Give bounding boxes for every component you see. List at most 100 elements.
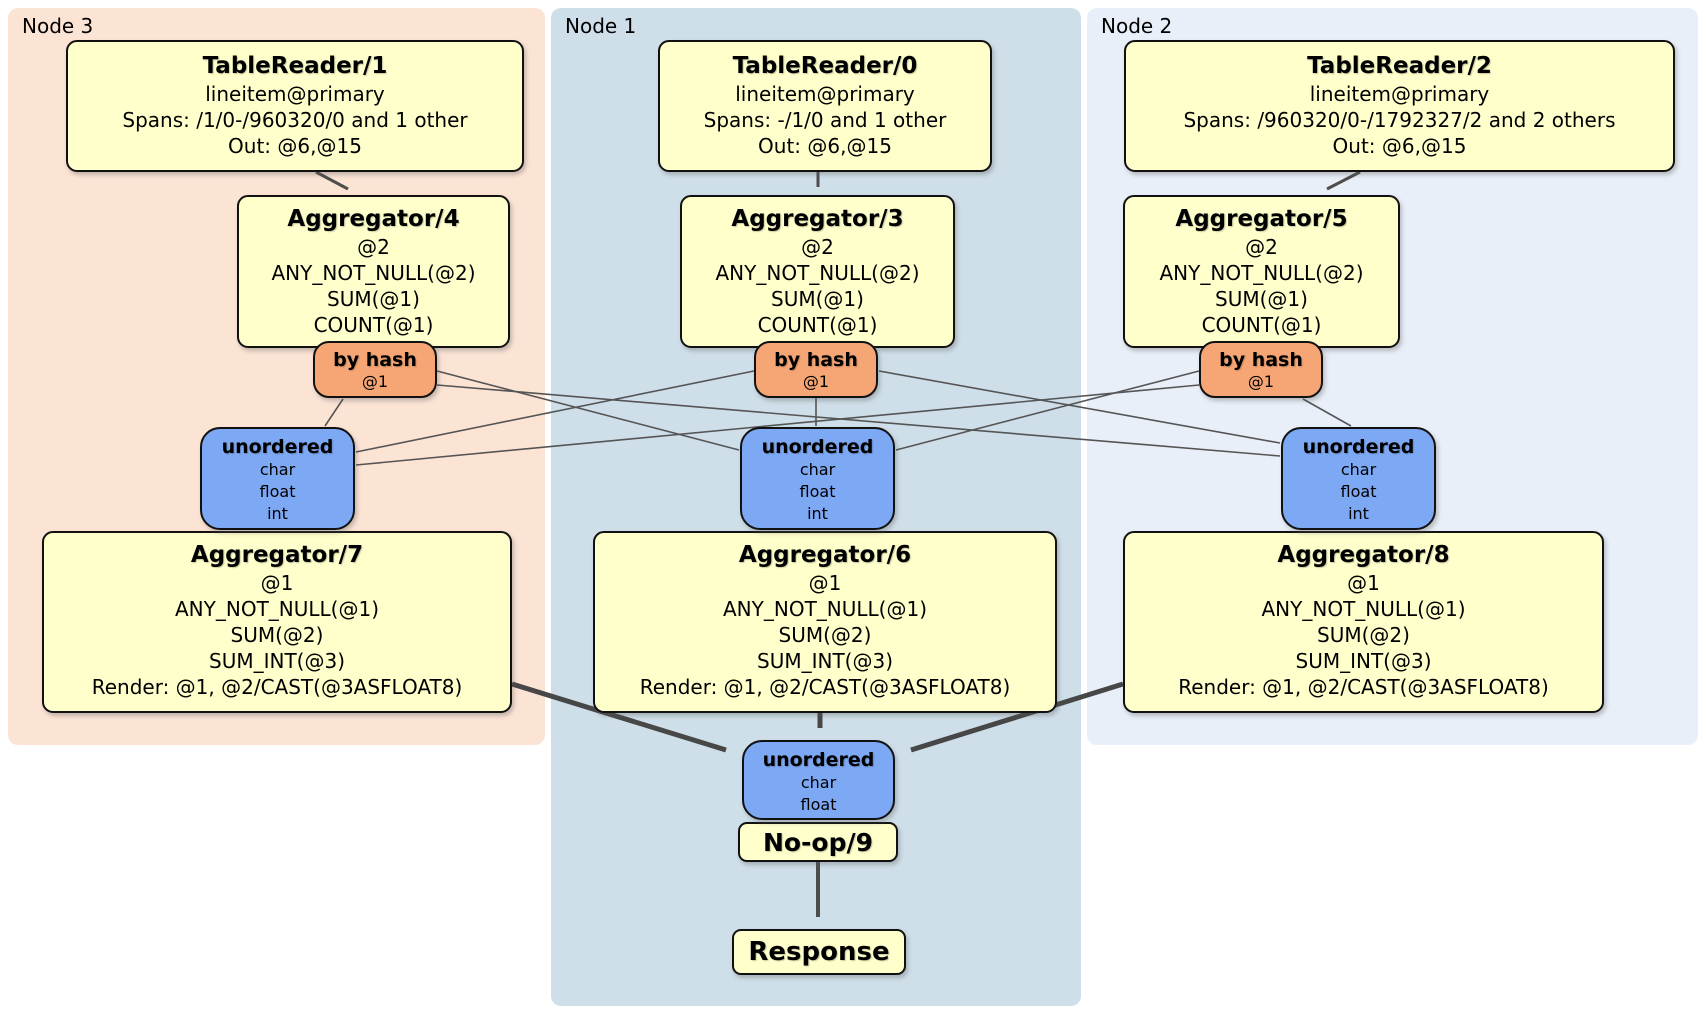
tablereader-2-box: TableReader/2 lineitem@primary Spans: /9… bbox=[1124, 40, 1675, 172]
sync-column: float bbox=[259, 482, 296, 501]
tablereader-1-out: Out: @6,@15 bbox=[228, 134, 362, 158]
sync-column: char bbox=[259, 460, 296, 479]
aggregator-3-box: Aggregator/3 @2 ANY_NOT_NULL(@2) SUM(@1)… bbox=[680, 195, 955, 348]
aggregator-5-box: Aggregator/5 @2 ANY_NOT_NULL(@2) SUM(@1)… bbox=[1123, 195, 1400, 348]
aggregator-8-box: Aggregator/8 @1 ANY_NOT_NULL(@1) SUM(@2)… bbox=[1123, 531, 1604, 713]
hash-router-node3: by hash @1 bbox=[313, 341, 437, 398]
aggregator-6-title: Aggregator/6 bbox=[738, 542, 912, 568]
unordered-sync-node1-title: unordered bbox=[761, 436, 874, 458]
sync-column: int bbox=[267, 504, 288, 523]
sync-column: char bbox=[800, 773, 837, 792]
edge-hash3-sync2 bbox=[436, 384, 1281, 457]
tablereader-2-index: lineitem@primary bbox=[1309, 82, 1490, 106]
aggregator-5-fn: SUM(@1) bbox=[1215, 287, 1308, 311]
unordered-sync-node2-title: unordered bbox=[1302, 436, 1415, 458]
node2-region-label: Node 2 bbox=[1101, 14, 1173, 38]
edge-hash2-sync1 bbox=[895, 370, 1200, 451]
edge-aggregator7-finalsync bbox=[511, 681, 727, 753]
aggregator-3-fn: SUM(@1) bbox=[771, 287, 864, 311]
edge-aggregator8-finalsync bbox=[910, 681, 1124, 753]
tablereader-0-title: TableReader/0 bbox=[732, 53, 918, 79]
aggregator-7-box: Aggregator/7 @1 ANY_NOT_NULL(@1) SUM(@2)… bbox=[42, 531, 512, 713]
sync-column: int bbox=[807, 504, 828, 523]
edge-hash2-sync2 bbox=[1302, 398, 1352, 427]
edge-hash1-sync2 bbox=[878, 370, 1281, 444]
aggregator-3-fn: ANY_NOT_NULL(@2) bbox=[715, 261, 920, 285]
aggregator-8-group: @1 bbox=[1347, 571, 1380, 595]
aggregator-6-render: Render: @1, @2/CAST(@3ASFLOAT8) bbox=[639, 675, 1011, 699]
unordered-sync-node3: unordered char float int bbox=[200, 427, 355, 530]
edge-tablereader1-aggregator4 bbox=[315, 170, 349, 191]
hash-router-node1-key: @1 bbox=[802, 372, 830, 391]
edge-tablereader2-aggregator5 bbox=[1326, 170, 1361, 191]
hash-router-node2: by hash @1 bbox=[1199, 341, 1323, 398]
noop-9-title: No-op/9 bbox=[762, 828, 874, 857]
aggregator-3-title: Aggregator/3 bbox=[731, 206, 904, 232]
aggregator-5-group: @2 bbox=[1245, 235, 1278, 259]
sync-column: float bbox=[1340, 482, 1377, 501]
unordered-sync-final: unordered char float bbox=[742, 740, 895, 820]
edge-hash3-sync3 bbox=[324, 398, 344, 427]
edge-hash1-sync3 bbox=[355, 370, 755, 453]
aggregator-3-group: @2 bbox=[801, 235, 834, 259]
aggregator-4-box: Aggregator/4 @2 ANY_NOT_NULL(@2) SUM(@1)… bbox=[237, 195, 510, 348]
node1-region-label: Node 1 bbox=[565, 14, 637, 38]
edge-hash3-sync1 bbox=[436, 370, 740, 451]
aggregator-4-fn: ANY_NOT_NULL(@2) bbox=[271, 261, 476, 285]
sync-column: float bbox=[800, 795, 837, 814]
aggregator-7-render: Render: @1, @2/CAST(@3ASFLOAT8) bbox=[91, 675, 463, 699]
unordered-sync-node3-title: unordered bbox=[221, 436, 334, 458]
hash-router-node3-title: by hash bbox=[333, 349, 417, 371]
aggregator-7-fn: SUM(@2) bbox=[230, 623, 324, 647]
aggregator-7-title: Aggregator/7 bbox=[190, 542, 364, 568]
tablereader-2-title: TableReader/2 bbox=[1307, 53, 1492, 79]
aggregator-7-fn: ANY_NOT_NULL(@1) bbox=[175, 597, 379, 621]
tablereader-0-spans: Spans: -/1/0 and 1 other bbox=[703, 108, 947, 132]
aggregator-4-fn: COUNT(@1) bbox=[313, 313, 434, 337]
hash-router-node3-key: @1 bbox=[361, 372, 389, 391]
tablereader-0-index: lineitem@primary bbox=[735, 82, 915, 106]
node3-region-label: Node 3 bbox=[22, 14, 94, 38]
aggregator-4-fn: SUM(@1) bbox=[327, 287, 420, 311]
aggregator-8-fn: SUM_INT(@3) bbox=[1295, 649, 1432, 673]
aggregator-6-fn: SUM_INT(@3) bbox=[757, 649, 893, 673]
sync-column: char bbox=[799, 460, 836, 479]
response-title: Response bbox=[748, 937, 890, 967]
hash-router-node2-title: by hash bbox=[1219, 349, 1303, 371]
edge-hash2-sync3 bbox=[355, 384, 1200, 466]
noop-9-box: No-op/9 bbox=[738, 822, 898, 862]
tablereader-1-title: TableReader/1 bbox=[202, 53, 388, 79]
aggregator-5-fn: COUNT(@1) bbox=[1201, 313, 1322, 337]
tablereader-1-box: TableReader/1 lineitem@primary Spans: /1… bbox=[66, 40, 524, 172]
aggregator-5-fn: ANY_NOT_NULL(@2) bbox=[1159, 261, 1364, 285]
aggregator-5-title: Aggregator/5 bbox=[1175, 206, 1348, 232]
unordered-sync-node1: unordered char float int bbox=[740, 427, 895, 530]
tablereader-1-spans: Spans: /1/0-/960320/0 and 1 other bbox=[122, 108, 468, 132]
tablereader-0-box: TableReader/0 lineitem@primary Spans: -/… bbox=[658, 40, 992, 172]
aggregator-6-fn: ANY_NOT_NULL(@1) bbox=[723, 597, 927, 621]
hash-router-node1-title: by hash bbox=[774, 349, 858, 371]
unordered-sync-final-title: unordered bbox=[762, 749, 875, 771]
tablereader-2-spans: Spans: /960320/0-/1792327/2 and 2 others bbox=[1183, 108, 1616, 132]
aggregator-4-group: @2 bbox=[357, 235, 390, 259]
aggregator-8-render: Render: @1, @2/CAST(@3ASFLOAT8) bbox=[1178, 675, 1549, 699]
hash-router-node2-key: @1 bbox=[1247, 372, 1275, 391]
aggregator-7-fn: SUM_INT(@3) bbox=[209, 649, 345, 673]
sync-column: float bbox=[799, 482, 836, 501]
unordered-sync-node2: unordered char float int bbox=[1281, 427, 1436, 530]
aggregator-7-group: @1 bbox=[260, 571, 294, 595]
aggregator-6-box: Aggregator/6 @1 ANY_NOT_NULL(@1) SUM(@2)… bbox=[593, 531, 1057, 713]
aggregator-4-title: Aggregator/4 bbox=[287, 206, 460, 232]
sync-column: char bbox=[1340, 460, 1377, 479]
aggregator-3-fn: COUNT(@1) bbox=[757, 313, 878, 337]
aggregator-8-fn: ANY_NOT_NULL(@1) bbox=[1261, 597, 1466, 621]
sync-column: int bbox=[1348, 504, 1369, 523]
aggregator-6-group: @1 bbox=[808, 571, 842, 595]
aggregator-8-title: Aggregator/8 bbox=[1277, 542, 1450, 568]
hash-router-node1: by hash @1 bbox=[754, 341, 878, 398]
tablereader-0-out: Out: @6,@15 bbox=[758, 134, 892, 158]
tablereader-1-index: lineitem@primary bbox=[205, 82, 385, 106]
aggregator-6-fn: SUM(@2) bbox=[778, 623, 872, 647]
